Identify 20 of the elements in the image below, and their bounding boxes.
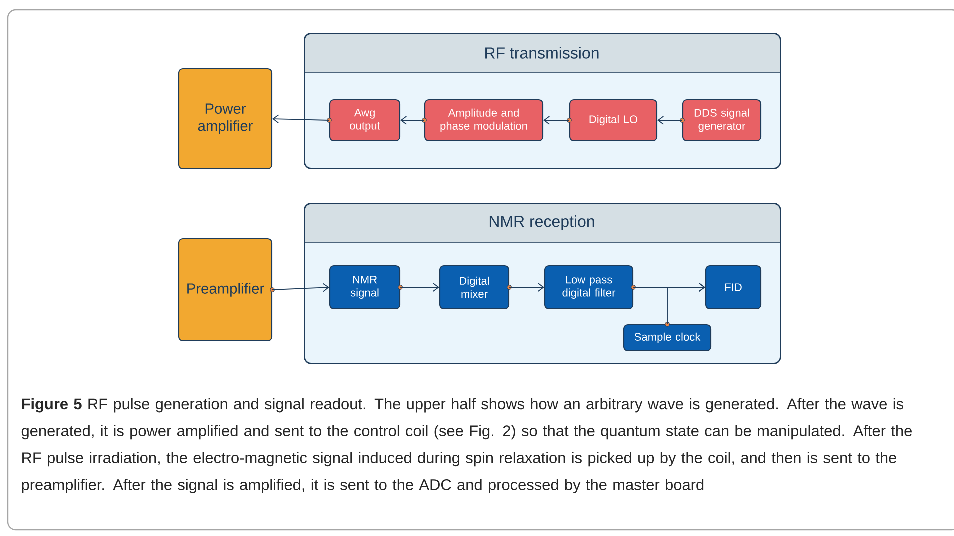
- arrow: [658, 116, 683, 125]
- process-box: Sample clock: [623, 322, 712, 352]
- caption: Figure 5 RF pulse generation and signal readout. The upper half shows how an arbitrary wave is generated. After the wave is generated, it is power amplified and sent to the control coil (see Fig. 2) so that the quantum state can be manipulated. After the RF pulse irradiation, the electro-magnetic signal induced during spin relaxation is picked up by the coil, and then is sent to the preamplifier. After the signal is amplified, it is sent to the ADC and processed by the master board: [22, 398, 912, 494]
- process-box: FID: [705, 265, 762, 310]
- arrow: [272, 283, 330, 292]
- process-box: Low pass digital filter: [544, 265, 636, 310]
- process-box: NMR signal: [329, 265, 403, 310]
- arrow: [544, 116, 570, 125]
- arrow: [272, 114, 330, 124]
- amplifier-box: Power amplifier: [178, 68, 273, 170]
- arrow: [667, 283, 706, 325]
- process-box: Digital LO: [567, 99, 658, 142]
- arrow: [400, 116, 425, 125]
- amplifier-box: Preamplifier: [178, 238, 275, 342]
- process-box: DDS signal generator: [680, 99, 762, 142]
- arrow: [509, 283, 544, 292]
- process-box: Digital mixer: [439, 265, 512, 310]
- process-box: Amplitude and phase modulation: [422, 99, 544, 142]
- arrow: [400, 283, 440, 292]
- process-box: Awg output: [327, 99, 401, 142]
